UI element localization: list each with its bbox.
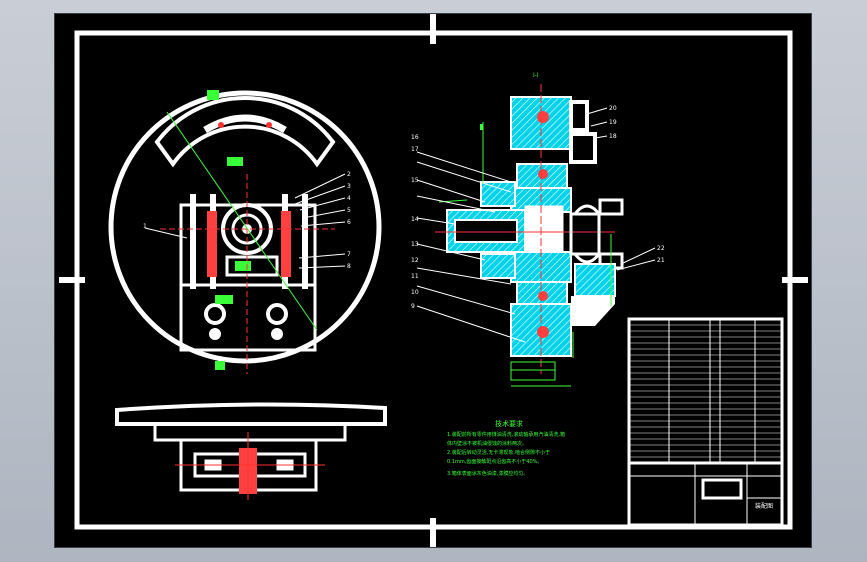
svg-text:14: 14 — [411, 216, 419, 223]
svg-text:1: 1 — [143, 223, 147, 230]
svg-text:I-I: I-I — [533, 72, 539, 79]
section-view: I-I — [416, 72, 656, 387]
svg-text:1.装配前所有零件用煤油清洗,滚动轴承用汽油清洗,箱: 1.装配前所有零件用煤油清洗,滚动轴承用汽油清洗,箱 — [447, 431, 565, 438]
svg-text:2.装配后转动灵活,无卡滞现象,啮合侧隙不小于: 2.装配后转动灵活,无卡滞现象,啮合侧隙不小于 — [447, 449, 550, 456]
drawing-border — [59, 14, 808, 547]
front-view — [108, 90, 382, 374]
svg-text:0.1mm,齿面接触斑点沿齿高不小于40%。: 0.1mm,齿面接触斑点沿齿高不小于40%。 — [447, 458, 542, 465]
cad-viewport[interactable]: 1 2 3 4 5 6 7 8 I-I — [54, 13, 812, 548]
svg-text:7: 7 — [347, 251, 351, 258]
svg-text:3.箱体表面涂灰色油漆,漆膜应均匀。: 3.箱体表面涂灰色油漆,漆膜应均匀。 — [447, 470, 528, 477]
svg-text:11: 11 — [411, 273, 419, 280]
title-block-name: 装配图 — [755, 502, 773, 510]
section-callout-labels: 16 17 15 14 13 12 11 10 9 20 19 18 22 21 — [411, 105, 665, 310]
svg-text:3: 3 — [347, 183, 351, 190]
svg-text:9: 9 — [411, 303, 415, 310]
svg-text:2: 2 — [347, 171, 351, 178]
svg-text:8: 8 — [347, 263, 351, 270]
svg-text:21: 21 — [657, 257, 665, 264]
svg-text:5: 5 — [347, 207, 351, 214]
technical-notes: 技术要求 1.装配前所有零件用煤油清洗,滚动轴承用汽油清洗,箱 体内壁涂不被机油… — [447, 419, 565, 477]
svg-text:22: 22 — [657, 245, 665, 252]
svg-text:20: 20 — [609, 105, 617, 112]
top-view — [115, 402, 387, 500]
svg-text:6: 6 — [347, 219, 351, 226]
svg-text:4: 4 — [347, 195, 351, 202]
svg-text:16: 16 — [411, 134, 419, 141]
title-block — [627, 461, 784, 527]
svg-text:18: 18 — [609, 133, 617, 140]
svg-text:13: 13 — [411, 241, 419, 248]
svg-text:体内壁涂不被机油侵蚀的涂料两次。: 体内壁涂不被机油侵蚀的涂料两次。 — [447, 440, 527, 447]
svg-text:17: 17 — [411, 146, 419, 153]
left-callout-labels: 1 2 3 4 5 6 7 8 — [143, 171, 351, 270]
drawing-canvas: 1 2 3 4 5 6 7 8 I-I — [59, 14, 808, 547]
svg-text:技术要求: 技术要求 — [495, 419, 523, 428]
svg-text:10: 10 — [411, 289, 419, 296]
svg-text:12: 12 — [411, 257, 419, 264]
parts-list — [627, 317, 784, 465]
svg-text:15: 15 — [411, 177, 419, 184]
svg-text:19: 19 — [609, 119, 617, 126]
